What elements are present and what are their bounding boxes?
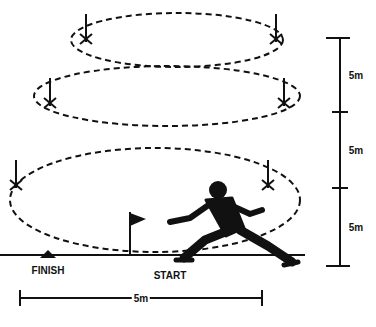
markers	[10, 14, 290, 190]
marker-pole	[44, 78, 56, 108]
finish-label: FINISH	[30, 265, 67, 276]
finish-cone	[40, 250, 56, 258]
marker-pole	[278, 78, 290, 108]
dimension-label: 5m	[132, 293, 150, 304]
run-paths	[10, 13, 300, 252]
dimension-vertical	[326, 38, 350, 266]
marker-pole	[80, 14, 92, 44]
dimension-label: 5m	[347, 145, 365, 156]
flag	[130, 212, 146, 255]
run-path	[71, 13, 283, 67]
marker-pole	[262, 160, 274, 190]
dimension-horizontal	[20, 290, 262, 306]
dimension-label: 5m	[347, 222, 365, 233]
marker-pole	[270, 14, 282, 44]
run-path	[34, 66, 300, 126]
marker-pole	[10, 160, 22, 190]
runner	[170, 181, 298, 265]
start-label: START	[152, 270, 189, 281]
dimension-label: 5m	[347, 70, 365, 81]
